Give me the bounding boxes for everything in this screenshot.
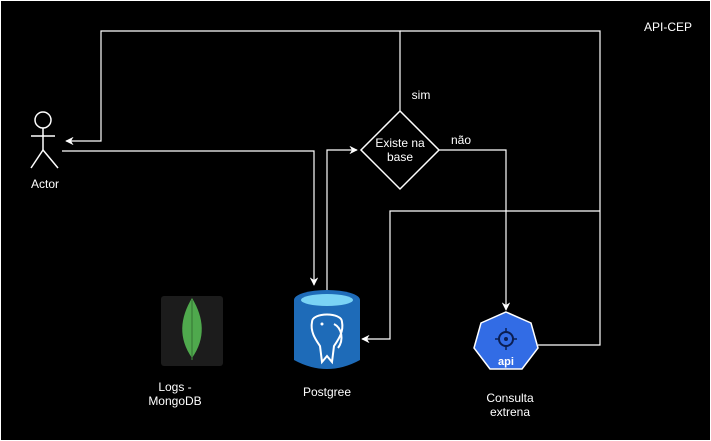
edge-actor-to-postgres	[62, 150, 319, 286]
decision-node[interactable]	[359, 109, 441, 191]
edge-api-to-postgres	[361, 210, 600, 344]
mongo-label: Logs - MongoDB	[148, 380, 202, 408]
edge-yes-label: sim	[411, 88, 431, 102]
edge-postgres-to-decision	[326, 145, 358, 290]
edge-decision-yes-to-actor	[65, 30, 401, 146]
api-badge-text: api	[498, 356, 514, 368]
mongodb-icon[interactable]	[161, 296, 223, 366]
edge-top-right	[400, 30, 601, 346]
api-label: Consulta extrena	[486, 391, 534, 419]
actor-icon[interactable]	[30, 111, 59, 169]
edge-no-label: não	[450, 133, 472, 147]
decision-label: Existe na base	[375, 136, 425, 164]
actor-label: Actor	[30, 177, 59, 191]
postgres-label: Postgree	[302, 385, 352, 399]
postgres-icon[interactable]	[294, 290, 360, 369]
diagram-title: API-CEP	[643, 20, 692, 34]
edge-decision-no-to-api	[439, 149, 511, 311]
api-icon[interactable]	[473, 311, 539, 370]
